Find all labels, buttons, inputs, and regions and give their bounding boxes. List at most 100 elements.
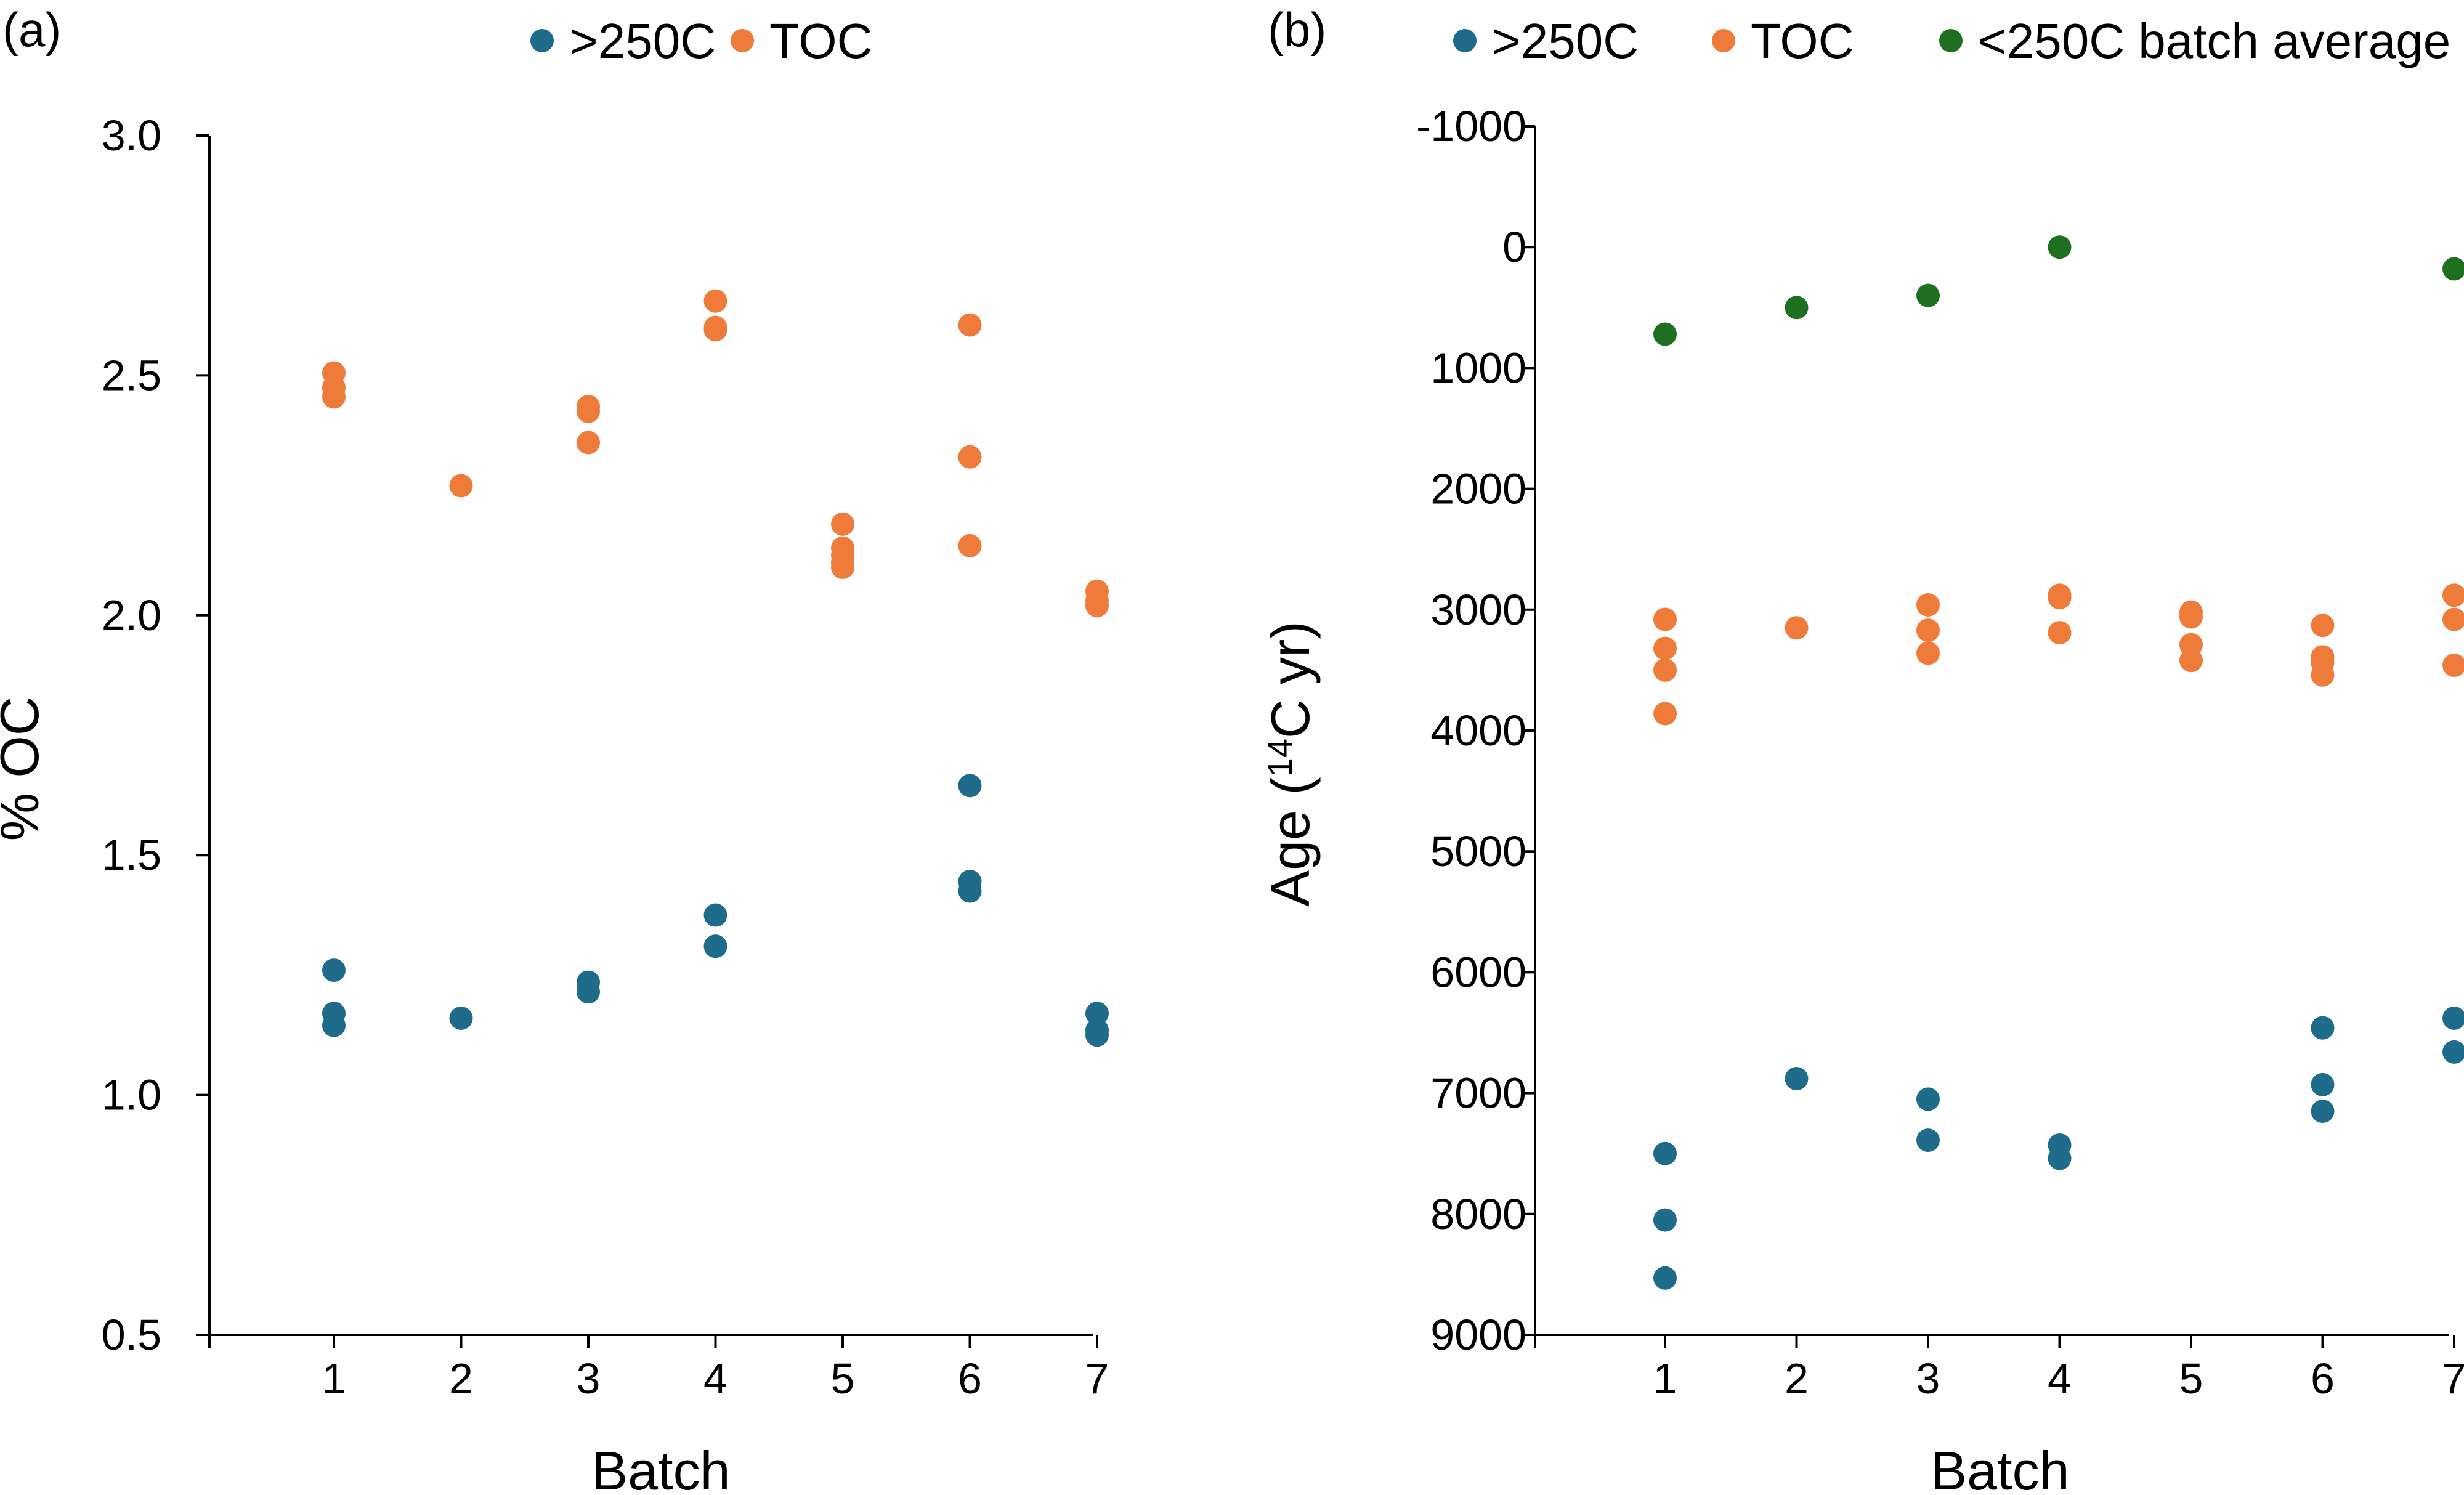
x-tick-label-a: 2 <box>449 1355 473 1403</box>
data-point <box>449 474 473 498</box>
data-point <box>449 1006 473 1030</box>
x-tick-label-b: 3 <box>1916 1355 1940 1403</box>
data-point <box>2442 607 2464 631</box>
x-axis-title-b: Batch <box>1931 1440 2069 1495</box>
legend-label: <250C batch average <box>1978 14 2450 68</box>
data-point <box>958 445 982 469</box>
y-tick-label-b: -1000 <box>1416 102 1526 150</box>
y-tick-label-b: 1000 <box>1430 344 1526 392</box>
data-point <box>1653 1266 1677 1290</box>
y-tick-label-b: 7000 <box>1430 1069 1526 1117</box>
data-point <box>1916 618 1940 642</box>
data-point <box>2442 257 2464 281</box>
x-tick-label-b: 2 <box>1785 1355 1809 1403</box>
legend-label: TOC <box>1751 14 1854 68</box>
data-point <box>577 399 600 423</box>
data-point <box>2442 1006 2464 1030</box>
panel-label-a: (a) <box>2 2 61 57</box>
y-tick-label-b: 9000 <box>1430 1311 1526 1359</box>
data-point <box>2442 654 2464 678</box>
legend-a: >250C TOC <box>530 14 872 68</box>
y-axis-title-b: Age (14C yr) <box>1260 621 1321 906</box>
y-tick-label-b: 4000 <box>1430 707 1526 755</box>
data-point <box>1916 283 1940 307</box>
y-axis-title-b-prefix: Age ( <box>1260 777 1321 906</box>
series-b-2 <box>1653 235 2464 346</box>
y-tick-label-a: 0.5 <box>102 1311 161 1359</box>
legend-marker <box>1712 29 1735 52</box>
data-point <box>1916 1087 1940 1111</box>
y-tick-label-a: 1.0 <box>102 1071 161 1119</box>
data-point <box>2179 605 2203 629</box>
data-point <box>2311 1016 2335 1040</box>
x-tick-label-a: 5 <box>831 1355 855 1403</box>
data-point <box>2048 586 2072 610</box>
y-tick-label-b: 0 <box>1502 223 1526 271</box>
legend-label: >250C <box>1492 14 1639 68</box>
data-point <box>322 958 346 982</box>
data-point <box>2048 621 2072 645</box>
x-tick-label-a: 6 <box>958 1355 982 1403</box>
data-point <box>703 903 727 927</box>
data-point <box>1085 1002 1109 1026</box>
plot-area-b: -100001000200030004000500060007000800090… <box>1416 102 2464 1403</box>
data-point <box>577 431 600 455</box>
data-point <box>1653 1141 1677 1165</box>
data-point <box>1653 658 1677 682</box>
y-tick-label-b: 3000 <box>1430 586 1526 634</box>
x-tick-label-b: 6 <box>2311 1355 2335 1403</box>
data-point <box>2311 1072 2335 1096</box>
data-point <box>2311 1100 2335 1124</box>
data-point <box>703 318 727 342</box>
legend-b: >250C TOC <250C batch average <box>1453 14 2450 68</box>
data-point <box>1785 1067 1809 1091</box>
data-point <box>2442 1040 2464 1064</box>
legend-label: TOC <box>769 14 872 68</box>
data-point <box>1653 636 1677 660</box>
data-point <box>1085 594 1109 618</box>
data-point <box>958 774 982 798</box>
data-point <box>2311 663 2335 687</box>
data-point <box>703 289 727 313</box>
data-point <box>1916 641 1940 665</box>
data-point <box>1653 1208 1677 1232</box>
x-tick-label-a: 1 <box>322 1355 346 1403</box>
data-point <box>1653 607 1677 631</box>
y-tick-label-a: 2.0 <box>102 591 161 639</box>
data-point <box>322 1013 346 1037</box>
y-axis-title-a: % OC <box>0 697 50 841</box>
data-point <box>1785 616 1809 640</box>
panel-b: (b) >250C TOC <250C batch average -1000 0 10… <box>1260 2 2464 1495</box>
series-a-1 <box>322 289 1109 618</box>
y-tick-label-b: 6000 <box>1430 948 1526 996</box>
data-point <box>831 512 854 536</box>
data-point <box>958 879 982 903</box>
data-point <box>2311 614 2335 638</box>
data-point <box>2179 649 2203 673</box>
data-point <box>958 533 982 557</box>
legend-marker <box>1453 29 1477 52</box>
data-point <box>831 555 854 579</box>
y-tick-label-b: 2000 <box>1430 465 1526 513</box>
x-tick-label-b: 1 <box>1653 1355 1677 1403</box>
x-tick-label-b: 7 <box>2442 1355 2464 1403</box>
x-tick-label-b: 4 <box>2048 1355 2072 1403</box>
legend-marker <box>731 29 754 52</box>
series-b-1 <box>1653 583 2464 726</box>
legend-marker <box>1939 29 1963 52</box>
legend-marker <box>530 29 554 52</box>
y-tick-label-a: 2.5 <box>102 351 161 399</box>
x-tick-label-a: 4 <box>703 1355 727 1403</box>
data-point <box>1085 1023 1109 1047</box>
legend-label: >250C <box>569 14 716 68</box>
panel-label-b: (b) <box>1268 2 1326 57</box>
x-tick-label-a: 7 <box>1085 1355 1109 1403</box>
data-point <box>703 934 727 958</box>
y-axis-title-b-suffix: C yr) <box>1260 621 1321 739</box>
series-a-0 <box>322 774 1109 1047</box>
y-tick-label-a: 1.5 <box>102 831 161 879</box>
data-point <box>1653 702 1677 726</box>
